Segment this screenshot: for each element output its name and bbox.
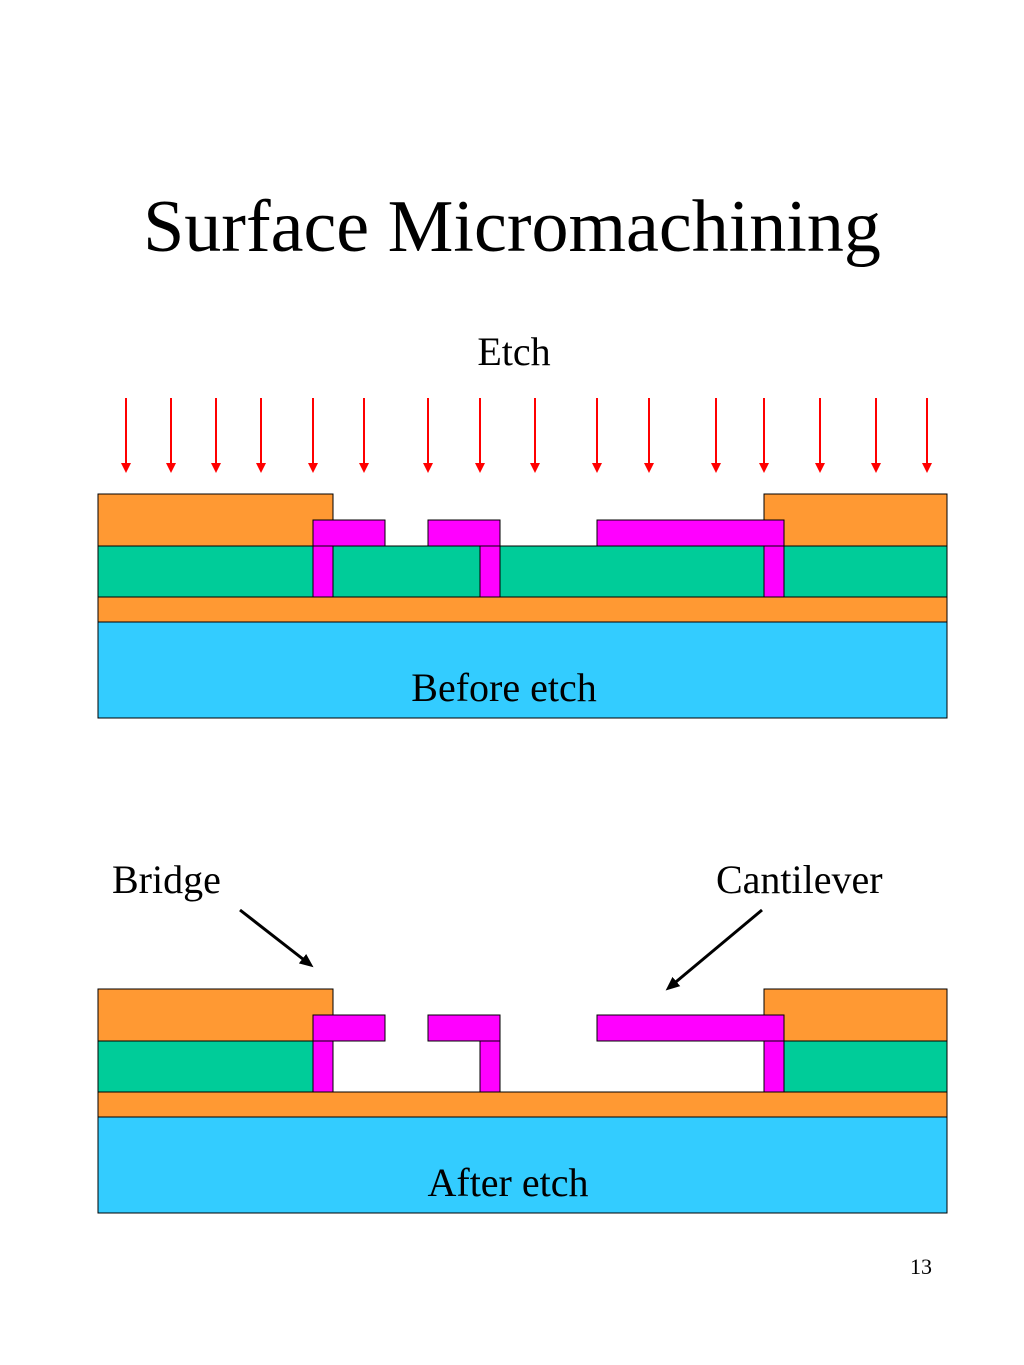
substrate — [97, 621, 948, 719]
bridge-anchor-left — [312, 1040, 334, 1093]
bridge-beam-right — [427, 1014, 501, 1042]
before-etch-label: Before etch — [411, 665, 597, 710]
spacer-right — [783, 1040, 948, 1093]
bridge-anchor-right — [479, 1040, 501, 1093]
bridge-anchor-right — [479, 545, 501, 598]
cantilever-beam — [596, 1014, 785, 1042]
page-number: 13 — [910, 1254, 932, 1279]
top-oxide-right — [763, 493, 948, 547]
cantilever-anchor — [763, 545, 785, 598]
after-etch-label: After etch — [427, 1160, 589, 1205]
bridge-pointer-arrow — [239, 908, 314, 968]
cantilever-pointer-arrow — [665, 908, 763, 991]
bridge-label: Bridge — [112, 857, 221, 902]
bottom-oxide-layer — [97, 596, 948, 623]
cantilever-anchor — [763, 1040, 785, 1093]
bridge-beam-left — [312, 1014, 386, 1042]
spacer-layer — [97, 545, 948, 598]
top-oxide-right — [763, 988, 948, 1042]
bottom-oxide-layer — [97, 1091, 948, 1118]
etch-arrows — [121, 398, 932, 473]
cantilever-label: Cantilever — [716, 857, 883, 902]
slide-title: Surface Micromachining — [143, 186, 881, 268]
top-oxide-left — [97, 493, 334, 547]
bridge-beam-right — [427, 519, 501, 547]
etch-label: Etch — [477, 329, 551, 374]
before-etch-cross-section — [97, 493, 948, 719]
after-etch-cross-section — [97, 988, 948, 1214]
bridge-anchor-left — [312, 545, 334, 598]
spacer-left — [97, 1040, 314, 1093]
bridge-beam-left — [312, 519, 386, 547]
substrate — [97, 1116, 948, 1214]
top-oxide-left — [97, 988, 334, 1042]
cantilever-beam — [596, 519, 785, 547]
